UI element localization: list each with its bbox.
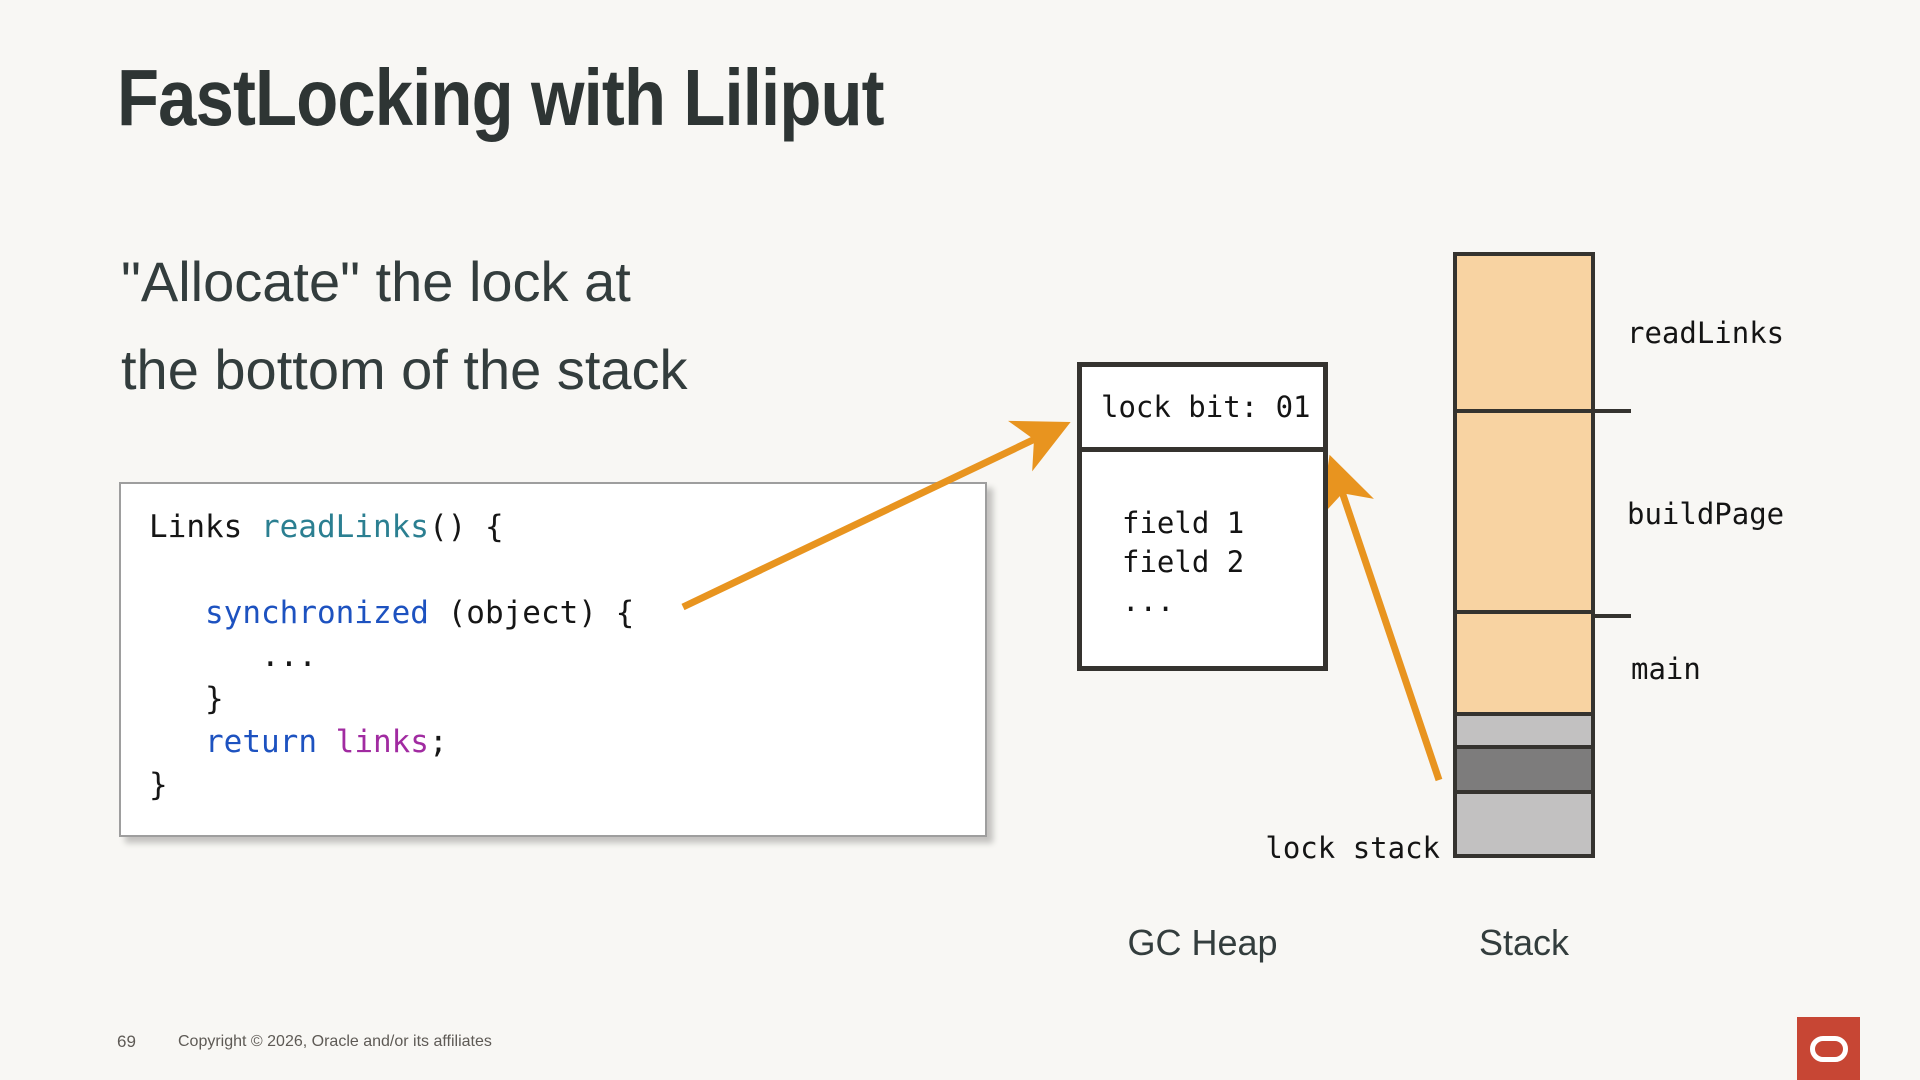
code-token	[149, 724, 205, 760]
oracle-logo	[1797, 1017, 1860, 1080]
code-token: ;	[428, 724, 448, 760]
code-line: ...	[149, 635, 985, 678]
stack-frame-label: main	[1631, 652, 1701, 686]
stack-slot	[1457, 745, 1591, 790]
code-token: ...	[149, 638, 317, 674]
stack-slot	[1457, 790, 1591, 854]
subtitle-line-2: the bottom of the stack	[121, 338, 688, 402]
code-line: return links;	[149, 721, 985, 764]
heap-lock-bit-cell: lock bit: 01	[1082, 367, 1323, 452]
subtitle-line-1: "Allocate" the lock at	[121, 250, 631, 313]
code-line: synchronized (object) {	[149, 592, 985, 635]
frame-divider-tick	[1595, 409, 1631, 413]
stack-frame-readLinks	[1457, 256, 1591, 409]
slide-footer: 69 Copyright © 2026, Oracle and/or its a…	[0, 1028, 1920, 1080]
slide-title: FastLocking with Liliput	[117, 53, 885, 142]
code-token: Links	[149, 509, 261, 545]
heap-object-box: lock bit: 01 field 1 field 2...	[1077, 362, 1328, 671]
code-token	[149, 595, 205, 631]
code-line: Links readLinks() {	[149, 506, 985, 549]
code-token: }	[149, 681, 224, 717]
stack-caption: Stack	[1478, 922, 1570, 963]
code-token	[317, 724, 336, 760]
code-line: }	[149, 764, 985, 807]
heap-field: field 2	[1122, 545, 1245, 579]
stack-frame-main	[1457, 610, 1591, 712]
code-token: synchronized	[205, 595, 429, 631]
heap-field: field 1	[1122, 506, 1245, 540]
heap-fields-cell: field 1 field 2...	[1082, 452, 1323, 621]
code-token: links	[335, 724, 429, 760]
code-line: }	[149, 678, 985, 721]
code-token: () {	[428, 509, 504, 545]
code-token: readLinks	[260, 509, 429, 545]
code-token: (object) {	[428, 595, 635, 631]
stack-frame-label: buildPage	[1627, 497, 1785, 531]
slide-subtitle: "Allocate" the lock at the bottom of the…	[121, 238, 688, 415]
arrow-stack-to-heap	[1320, 454, 1443, 782]
code-block: Links readLinks() { synchronized (object…	[119, 482, 987, 837]
copyright-text: Copyright © 2026, Oracle and/or its affi…	[178, 1033, 492, 1050]
stack-frame-buildPage	[1457, 409, 1591, 610]
stack-slot	[1457, 712, 1591, 745]
page-number: 69	[117, 1032, 136, 1051]
code-token: return	[205, 724, 317, 760]
lock-stack-label: lock stack	[1265, 831, 1440, 865]
code-token: }	[149, 767, 168, 803]
gc-heap-caption: GC Heap	[1127, 922, 1278, 963]
heap-field: ...	[1122, 584, 1175, 618]
frame-divider-tick	[1595, 614, 1631, 618]
stack-frame-label: readLinks	[1627, 316, 1785, 350]
code-line	[149, 549, 985, 592]
stack-column	[1453, 252, 1595, 858]
oracle-o-icon	[1809, 1035, 1848, 1062]
